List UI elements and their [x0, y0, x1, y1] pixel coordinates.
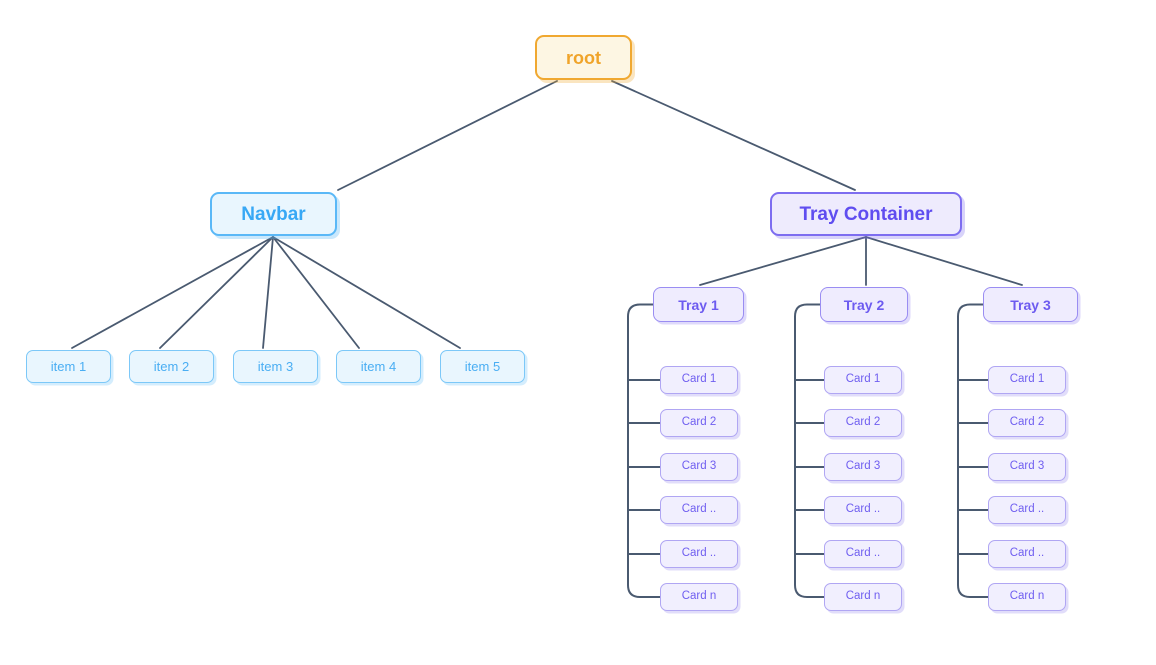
node-item-4[interactable]: item 4: [336, 350, 421, 383]
edge-navbar-item-1: [71, 236, 274, 349]
node-item-5-label: item 5: [464, 359, 501, 374]
node-tray-2-card-2[interactable]: Card 2: [824, 409, 902, 437]
edge-tray-container-tray-1: [699, 236, 867, 286]
node-tray-2-card-3-label: Card 3: [845, 460, 881, 473]
node-tray-2-card-5-label: Card ..: [845, 547, 881, 560]
node-tray-3-card-3[interactable]: Card 3: [988, 453, 1066, 481]
node-tray-3-card-4-label: Card ..: [1009, 503, 1045, 516]
node-tray-container[interactable]: Tray Container: [770, 192, 962, 236]
edge-navbar-item-2: [159, 236, 274, 349]
node-tray-2-card-6[interactable]: Card n: [824, 583, 902, 611]
node-tray-3-card-4[interactable]: Card ..: [988, 496, 1066, 524]
node-tray-2-card-1-label: Card 1: [845, 373, 881, 386]
node-tray-2-card-4[interactable]: Card ..: [824, 496, 902, 524]
node-tray-1-card-2-label: Card 2: [681, 416, 717, 429]
node-tray-1-card-1[interactable]: Card 1: [660, 366, 738, 394]
node-tray-2-card-1[interactable]: Card 1: [824, 366, 902, 394]
node-tray-3-card-1[interactable]: Card 1: [988, 366, 1066, 394]
node-tray-2-card-4-label: Card ..: [845, 503, 881, 516]
edge-tray-1-trunk: [627, 303, 661, 598]
edge-navbar-item-5: [272, 236, 461, 349]
node-tray-container-label: Tray Container: [799, 203, 933, 225]
node-item-5[interactable]: item 5: [440, 350, 525, 383]
node-tray-1[interactable]: Tray 1: [653, 287, 744, 322]
node-tray-3-label: Tray 3: [1010, 296, 1051, 313]
edge-navbar-item-3: [262, 236, 274, 349]
node-tray-1-card-5-label: Card ..: [681, 547, 717, 560]
node-tray-1-card-6[interactable]: Card n: [660, 583, 738, 611]
node-tray-1-card-2[interactable]: Card 2: [660, 409, 738, 437]
node-root-label: root: [566, 47, 601, 68]
node-tray-1-card-5[interactable]: Card ..: [660, 540, 738, 568]
node-tray-3-card-3-label: Card 3: [1009, 460, 1045, 473]
node-tray-3-card-1-label: Card 1: [1009, 373, 1045, 386]
node-item-3[interactable]: item 3: [233, 350, 318, 383]
edge-tray-3-trunk: [957, 303, 989, 598]
node-item-1[interactable]: item 1: [26, 350, 111, 383]
node-navbar[interactable]: Navbar: [210, 192, 337, 236]
node-tray-3[interactable]: Tray 3: [983, 287, 1078, 322]
node-tray-1-label: Tray 1: [678, 296, 719, 313]
node-tray-2-card-3[interactable]: Card 3: [824, 453, 902, 481]
edge-tray-container-tray-3: [865, 236, 1023, 286]
node-tray-3-card-2-label: Card 2: [1009, 416, 1045, 429]
node-navbar-label: Navbar: [241, 203, 306, 225]
node-tray-3-card-5[interactable]: Card ..: [988, 540, 1066, 568]
node-tray-1-card-1-label: Card 1: [681, 373, 717, 386]
node-tray-1-card-4-label: Card ..: [681, 503, 717, 516]
node-item-2[interactable]: item 2: [129, 350, 214, 383]
edge-tray-2-trunk: [794, 303, 825, 598]
node-tray-2-card-5[interactable]: Card ..: [824, 540, 902, 568]
node-item-2-label: item 2: [153, 359, 190, 374]
node-tray-3-card-6[interactable]: Card n: [988, 583, 1066, 611]
edge-navbar-item-4: [272, 236, 360, 349]
node-tray-2-card-2-label: Card 2: [845, 416, 881, 429]
node-tray-1-card-3[interactable]: Card 3: [660, 453, 738, 481]
node-tray-3-card-6-label: Card n: [1009, 590, 1045, 603]
edge-root-navbar: [337, 80, 558, 191]
node-root[interactable]: root: [535, 35, 632, 80]
node-item-4-label: item 4: [360, 359, 397, 374]
node-tray-3-card-5-label: Card ..: [1009, 547, 1045, 560]
node-tray-2-label: Tray 2: [843, 296, 885, 313]
node-tray-2[interactable]: Tray 2: [820, 287, 908, 322]
edge-root-tray-container: [611, 80, 856, 191]
node-tray-3-card-2[interactable]: Card 2: [988, 409, 1066, 437]
node-item-1-label: item 1: [50, 359, 87, 374]
node-item-3-label: item 3: [257, 359, 294, 374]
node-tray-2-card-6-label: Card n: [845, 590, 881, 603]
node-tray-1-card-3-label: Card 3: [681, 460, 717, 473]
node-tray-1-card-4[interactable]: Card ..: [660, 496, 738, 524]
node-tray-1-card-6-label: Card n: [681, 590, 717, 603]
